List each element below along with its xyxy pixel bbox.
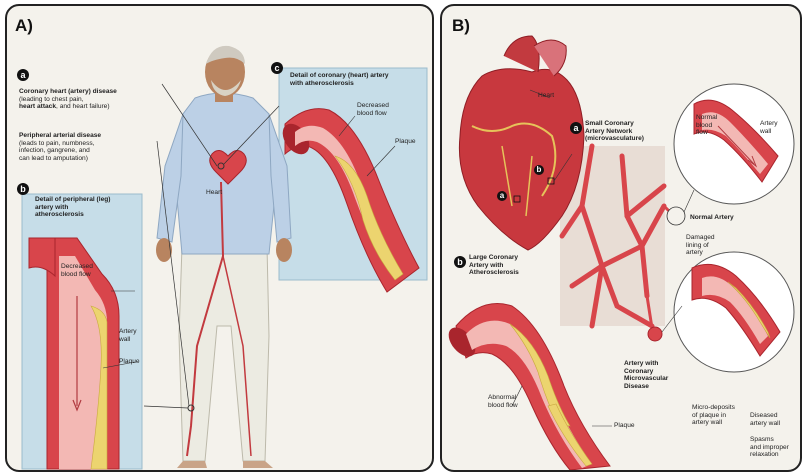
large-coronary-title: Large Coronary Artery with Atheroscleros… — [469, 254, 549, 277]
coronary-detail-title-1: Detail of coronary (heart) artery — [290, 72, 425, 80]
badge-b: b — [17, 183, 29, 195]
man-figure — [156, 46, 292, 468]
panel-b: B) Heart a b a Small Coronary Artery Net… — [440, 4, 802, 472]
large-coronary-artery — [443, 304, 610, 471]
damaged-lining: Damaged lining of artery — [686, 234, 715, 257]
pad-desc-2: infection, gangrene, and — [19, 147, 159, 155]
badge-b-b: b — [454, 256, 466, 268]
leg-decreased-flow: Decreased blood flow — [61, 263, 93, 278]
heart-marker-a: a — [497, 191, 507, 201]
coronary-decreased-flow: Decreased blood flow — [357, 102, 389, 117]
normal-blood-flow-3: flow — [696, 129, 717, 137]
micro-disease-title-4: Disease — [624, 383, 694, 391]
spasms-1: Spasms — [750, 436, 789, 444]
small-network-title-2: Artery Network — [585, 128, 655, 136]
spasms: Spasms and improper relaxation — [750, 436, 789, 459]
abnormal-flow-2: blood flow — [488, 402, 518, 410]
leg-detail-title-3: atherosclerosis — [35, 211, 135, 219]
chd-label: Coronary heart (artery) disease (leading… — [19, 88, 169, 111]
leg-artery-wall-1: Artery — [119, 328, 137, 336]
leg-decreased-flow-2: blood flow — [61, 271, 93, 279]
abnormal-flow-1: Abnormal — [488, 394, 518, 402]
artery-wall-b: Artery wall — [760, 120, 778, 135]
small-network-title: Small Coronary Artery Network (microvasc… — [585, 120, 655, 143]
normal-blood-flow: Normal blood flow — [696, 114, 717, 137]
damaged-lining-3: artery — [686, 249, 715, 257]
micro-deposits-2: of plaque in — [692, 412, 735, 420]
small-network-title-1: Small Coronary — [585, 120, 655, 128]
plaque-b: Plaque — [614, 422, 635, 430]
micro-deposits-1: Micro-deposits — [692, 404, 735, 412]
damaged-lining-2: lining of — [686, 242, 715, 250]
large-coronary-title-1: Large Coronary — [469, 254, 549, 262]
micro-disease-title: Artery with Coronary Microvascular Disea… — [624, 360, 694, 390]
leg-detail-title-1: Detail of peripheral (leg) — [35, 196, 135, 204]
panel-b-label: B) — [452, 16, 470, 36]
pad-desc-3: can lead to amputation) — [19, 155, 159, 163]
leg-artery-wall-2: wall — [119, 336, 137, 344]
coronary-detail-title-2: with atherosclerosis — [290, 80, 425, 88]
diseased-artery-circle — [674, 252, 794, 372]
spasms-3: relaxation — [750, 451, 789, 459]
micro-disease-title-2: Coronary — [624, 368, 694, 376]
heart-label-b: Heart — [538, 92, 554, 100]
normal-artery-label: Normal Artery — [690, 214, 734, 222]
normal-blood-flow-1: Normal — [696, 114, 717, 122]
micro-deposits-3: artery wall — [692, 419, 735, 427]
leg-plaque: Plaque — [119, 358, 140, 366]
diseased-wall-2: artery wall — [750, 420, 780, 428]
chd-desc-2-bold: heart attack — [19, 103, 56, 110]
damaged-lining-1: Damaged — [686, 234, 715, 242]
pad-title: Peripheral arterial disease — [19, 132, 159, 140]
micro-deposits: Micro-deposits of plaque in artery wall — [692, 404, 735, 427]
heart-label: Heart — [206, 189, 222, 197]
small-network-title-3: (microvasculature) — [585, 135, 655, 143]
large-coronary-title-2: Artery with — [469, 262, 549, 270]
diseased-wall-1: Diseased — [750, 412, 780, 420]
heart-marker-b: b — [534, 165, 544, 175]
leg-decreased-flow-1: Decreased — [61, 263, 93, 271]
coronary-decreased-flow-1: Decreased — [357, 102, 389, 110]
large-coronary-title-3: Atherosclerosis — [469, 269, 549, 277]
badge-b-a: a — [570, 122, 582, 134]
normal-blood-flow-2: blood — [696, 122, 717, 130]
diseased-wall: Diseased artery wall — [750, 412, 780, 427]
panel-a-label: A) — [15, 16, 33, 36]
coronary-plaque: Plaque — [395, 138, 416, 146]
spasms-2: and improper — [750, 444, 789, 452]
coronary-detail-title: Detail of coronary (heart) artery with a… — [290, 72, 425, 87]
micro-disease-title-1: Artery with — [624, 360, 694, 368]
chd-desc-1: (leading to chest pain, — [19, 96, 169, 104]
normal-artery-circle — [674, 84, 794, 204]
artery-wall-b-1: Artery — [760, 120, 778, 128]
pad-label: Peripheral arterial disease (leads to pa… — [19, 132, 159, 162]
abnormal-flow: Abnormal blood flow — [488, 394, 518, 409]
coronary-decreased-flow-2: blood flow — [357, 110, 389, 118]
chd-desc-2: heart attack, and heart failure) — [19, 103, 169, 111]
leg-detail-title: Detail of peripheral (leg) artery with a… — [35, 196, 135, 219]
micro-disease-title-3: Microvascular — [624, 375, 694, 383]
chd-desc-2-rest: , and heart failure) — [56, 103, 110, 110]
leg-detail-title-2: artery with — [35, 204, 135, 212]
chd-title: Coronary heart (artery) disease — [19, 88, 169, 96]
artery-wall-b-2: wall — [760, 128, 778, 136]
badge-a: a — [17, 69, 29, 81]
panel-a: A) a b c Coronary heart (artery) disease… — [5, 4, 434, 472]
pad-desc-1: (leads to pain, numbness, — [19, 140, 159, 148]
badge-c: c — [271, 62, 283, 74]
leg-artery-wall: Artery wall — [119, 328, 137, 343]
